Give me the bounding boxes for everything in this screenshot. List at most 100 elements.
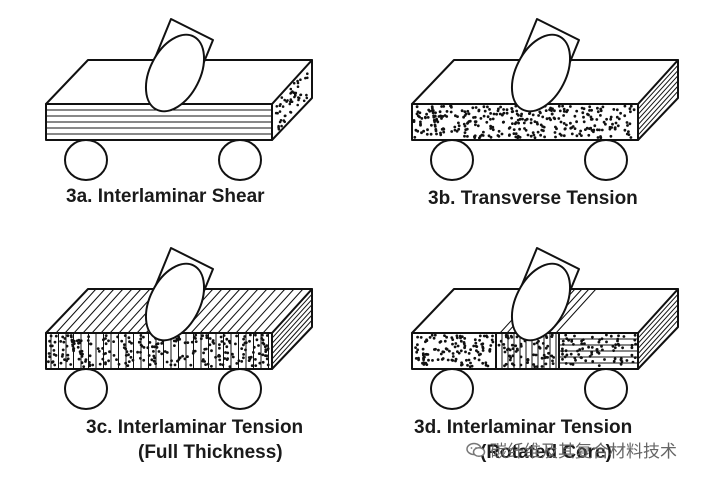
fiber-dot	[426, 128, 429, 132]
fiber-dot	[152, 359, 156, 363]
fiber-dot	[510, 110, 514, 114]
fiber-dot	[460, 363, 463, 367]
fiber-dot	[296, 85, 300, 88]
fiber-dot	[88, 361, 91, 364]
fiber-dot	[173, 363, 177, 367]
fiber-dot	[599, 107, 603, 111]
fiber-dot	[572, 343, 575, 346]
fiber-dot	[443, 114, 447, 117]
fiber-dot	[82, 365, 86, 368]
fiber-dot	[460, 361, 463, 365]
fiber-dot	[440, 117, 443, 120]
fiber-dot	[588, 105, 592, 109]
fiber-dot	[139, 337, 143, 341]
fiber-dot	[427, 108, 431, 112]
fiber-dot	[440, 105, 443, 108]
fiber-dots-core	[497, 333, 555, 369]
fiber-dot	[172, 339, 176, 343]
fiber-dot	[225, 345, 229, 349]
fiber-dot	[533, 120, 537, 123]
fiber-dot	[597, 364, 601, 367]
hatch-line	[91, 288, 133, 334]
fiber-dot	[564, 333, 568, 337]
fiber-dot	[431, 359, 434, 362]
fiber-dot	[483, 109, 487, 113]
fiber-dot	[279, 103, 282, 106]
fiber-dot	[127, 336, 131, 340]
fiber-dot	[623, 114, 627, 118]
fiber-dot	[418, 111, 422, 115]
fiber-dot	[189, 363, 193, 367]
fiber-dot	[283, 114, 287, 118]
fiber-dot	[66, 353, 70, 357]
fiber-dot	[561, 347, 564, 351]
subcaption-3d: (Rotated Core)	[480, 442, 612, 463]
fiber-dot	[535, 365, 539, 368]
fiber-dot	[445, 110, 449, 113]
support-roller-right	[218, 368, 262, 410]
fiber-dot	[626, 124, 629, 127]
fiber-dot	[425, 112, 428, 116]
fiber-dot	[412, 119, 416, 122]
fiber-dot	[206, 362, 210, 366]
fiber-dot	[488, 349, 492, 353]
fiber-dot	[285, 100, 288, 103]
fiber-dot	[433, 125, 437, 128]
fiber-dot	[561, 339, 565, 343]
fiber-dot	[570, 132, 574, 136]
fiber-dot	[264, 354, 267, 357]
fiber-dot	[590, 352, 594, 356]
fiber-dot	[63, 358, 66, 361]
fiber-dot	[531, 131, 535, 135]
fiber-dot	[575, 120, 578, 124]
fiber-dot	[489, 117, 492, 121]
fiber-dot	[573, 114, 577, 118]
fiber-dot	[465, 358, 468, 362]
fiber-line	[271, 299, 313, 344]
fiber-dot	[612, 108, 616, 111]
fiber-dot	[591, 360, 595, 363]
fiber-dot	[622, 335, 626, 338]
fiber-dot	[588, 355, 592, 358]
fiber-dot	[467, 358, 471, 362]
fiber-dot	[525, 117, 529, 121]
fiber-dot	[62, 340, 66, 344]
fiber-dot	[599, 135, 602, 138]
fiber-dot	[70, 335, 73, 339]
fiber-dot	[261, 333, 264, 337]
fiber-dot	[630, 346, 634, 350]
fiber-dot	[170, 359, 173, 363]
fiber-dot	[240, 360, 244, 363]
fiber-dot	[117, 362, 121, 366]
fiber-dot	[71, 344, 75, 348]
fiber-dot	[478, 338, 481, 342]
hatch-line	[73, 288, 115, 334]
fiber-dot	[573, 356, 577, 360]
fiber-dot	[519, 342, 523, 346]
fiber-dot	[455, 334, 459, 338]
panel-interlaminar-tension-rotated	[411, 247, 679, 410]
fiber-dot	[435, 132, 438, 136]
fiber-dot	[283, 120, 287, 124]
fiber-dot	[444, 347, 448, 351]
fiber-dot	[564, 362, 568, 365]
fiber-dot	[543, 135, 546, 139]
fiber-line	[271, 314, 313, 360]
fiber-dot	[601, 348, 604, 352]
fiber-dot	[275, 105, 279, 108]
fiber-dot	[59, 361, 63, 365]
fiber-dot	[524, 128, 528, 132]
fiber-dot	[431, 106, 434, 110]
fiber-dot	[474, 106, 478, 109]
fiber-dot	[518, 127, 521, 131]
wechat-icon	[466, 442, 486, 457]
fiber-dot	[507, 134, 511, 137]
fiber-dot	[157, 350, 161, 353]
fiber-dot	[529, 134, 533, 138]
fiber-dot	[573, 334, 576, 338]
fiber-dot	[491, 117, 495, 121]
fiber-dot	[546, 344, 550, 348]
fiber-dot	[633, 356, 637, 359]
fiber-dot	[609, 134, 613, 138]
fiber-dot	[613, 346, 617, 350]
